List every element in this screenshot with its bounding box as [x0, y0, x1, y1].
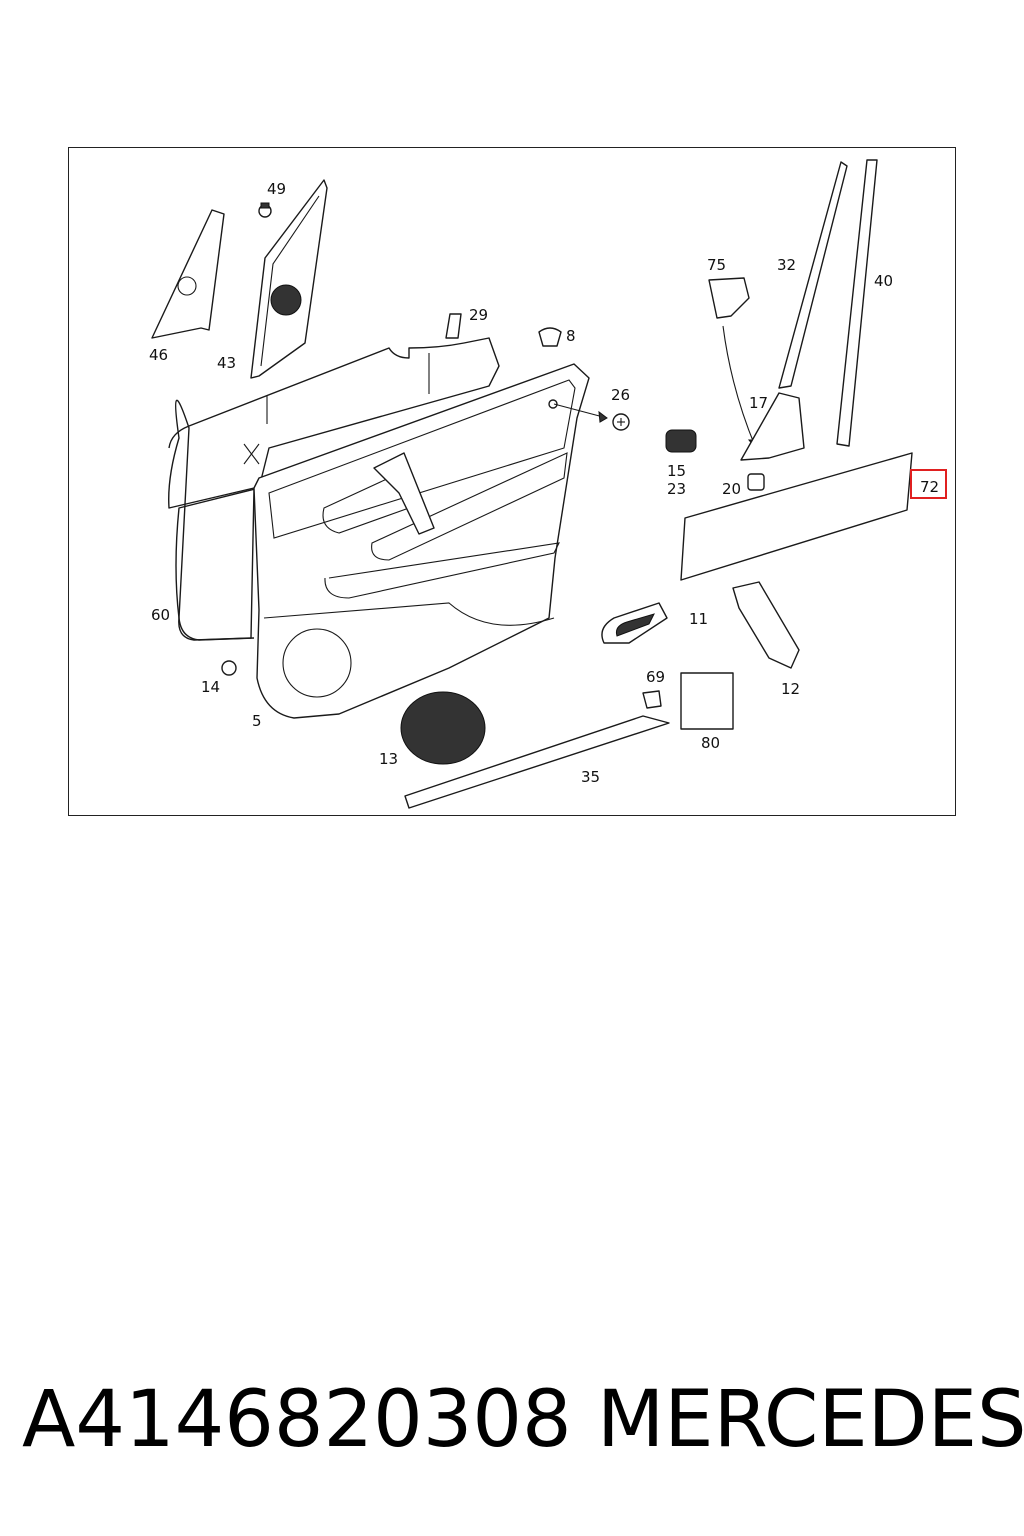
label-43: 43 [217, 354, 236, 372]
label-26: 26 [611, 386, 630, 404]
parts-diagram-frame: 49 46 43 29 8 26 75 32 40 17 15 23 20 72… [68, 147, 956, 816]
label-60: 60 [151, 606, 170, 624]
label-40: 40 [874, 272, 893, 290]
label-29: 29 [469, 306, 488, 324]
label-13: 13 [379, 750, 398, 768]
label-14: 14 [201, 678, 220, 696]
label-32: 32 [777, 256, 796, 274]
part-40-seal-strip [836, 159, 878, 447]
label-72: 72 [920, 478, 939, 496]
part-15-23-badge [665, 429, 697, 453]
part-11-handle-bezel [601, 602, 668, 644]
label-11: 11 [689, 610, 708, 628]
label-20: 20 [722, 480, 741, 498]
label-75: 75 [707, 256, 726, 274]
part-46-triangle-trim [151, 209, 225, 339]
label-8: 8 [566, 327, 576, 345]
part-43-mirror-trim [250, 179, 328, 379]
highlight-box-72 [910, 469, 947, 499]
label-5: 5 [252, 712, 262, 730]
label-49: 49 [267, 180, 286, 198]
label-17: 17 [749, 394, 768, 412]
part-8-grommet [538, 327, 562, 347]
brand-name: MERCEDES [597, 1375, 1024, 1465]
part-75-clip [708, 277, 760, 452]
part-72-trim-panel [680, 452, 913, 581]
label-23: 23 [667, 480, 686, 498]
part-13-speaker-grille [400, 691, 486, 765]
product-caption: A4146820308 MERCEDES [22, 1370, 1024, 1470]
part-number: A4146820308 [22, 1375, 572, 1465]
label-12: 12 [781, 680, 800, 698]
part-49-clip [258, 202, 272, 218]
door-trim-exploded-diagram: 49 46 43 29 8 26 75 32 40 17 15 23 20 72… [149, 159, 947, 809]
part-17-corner-cover [740, 392, 805, 461]
label-69: 69 [646, 668, 665, 686]
label-80: 80 [701, 734, 720, 752]
label-15: 15 [667, 462, 686, 480]
part-26-screw [553, 403, 630, 431]
part-69-clip [642, 690, 662, 709]
part-35-sill-strip [404, 715, 670, 809]
part-32-window-strip [778, 161, 848, 389]
part-20-plug [747, 473, 765, 491]
part-5-door-panel [253, 363, 590, 719]
part-29-clip [445, 313, 462, 339]
part-14-clip [221, 660, 237, 676]
part-80-pad [680, 672, 734, 730]
label-46: 46 [149, 346, 168, 364]
label-35: 35 [581, 768, 600, 786]
part-60-vapor-barrier [168, 337, 500, 641]
part-12-pull-handle [732, 581, 800, 669]
